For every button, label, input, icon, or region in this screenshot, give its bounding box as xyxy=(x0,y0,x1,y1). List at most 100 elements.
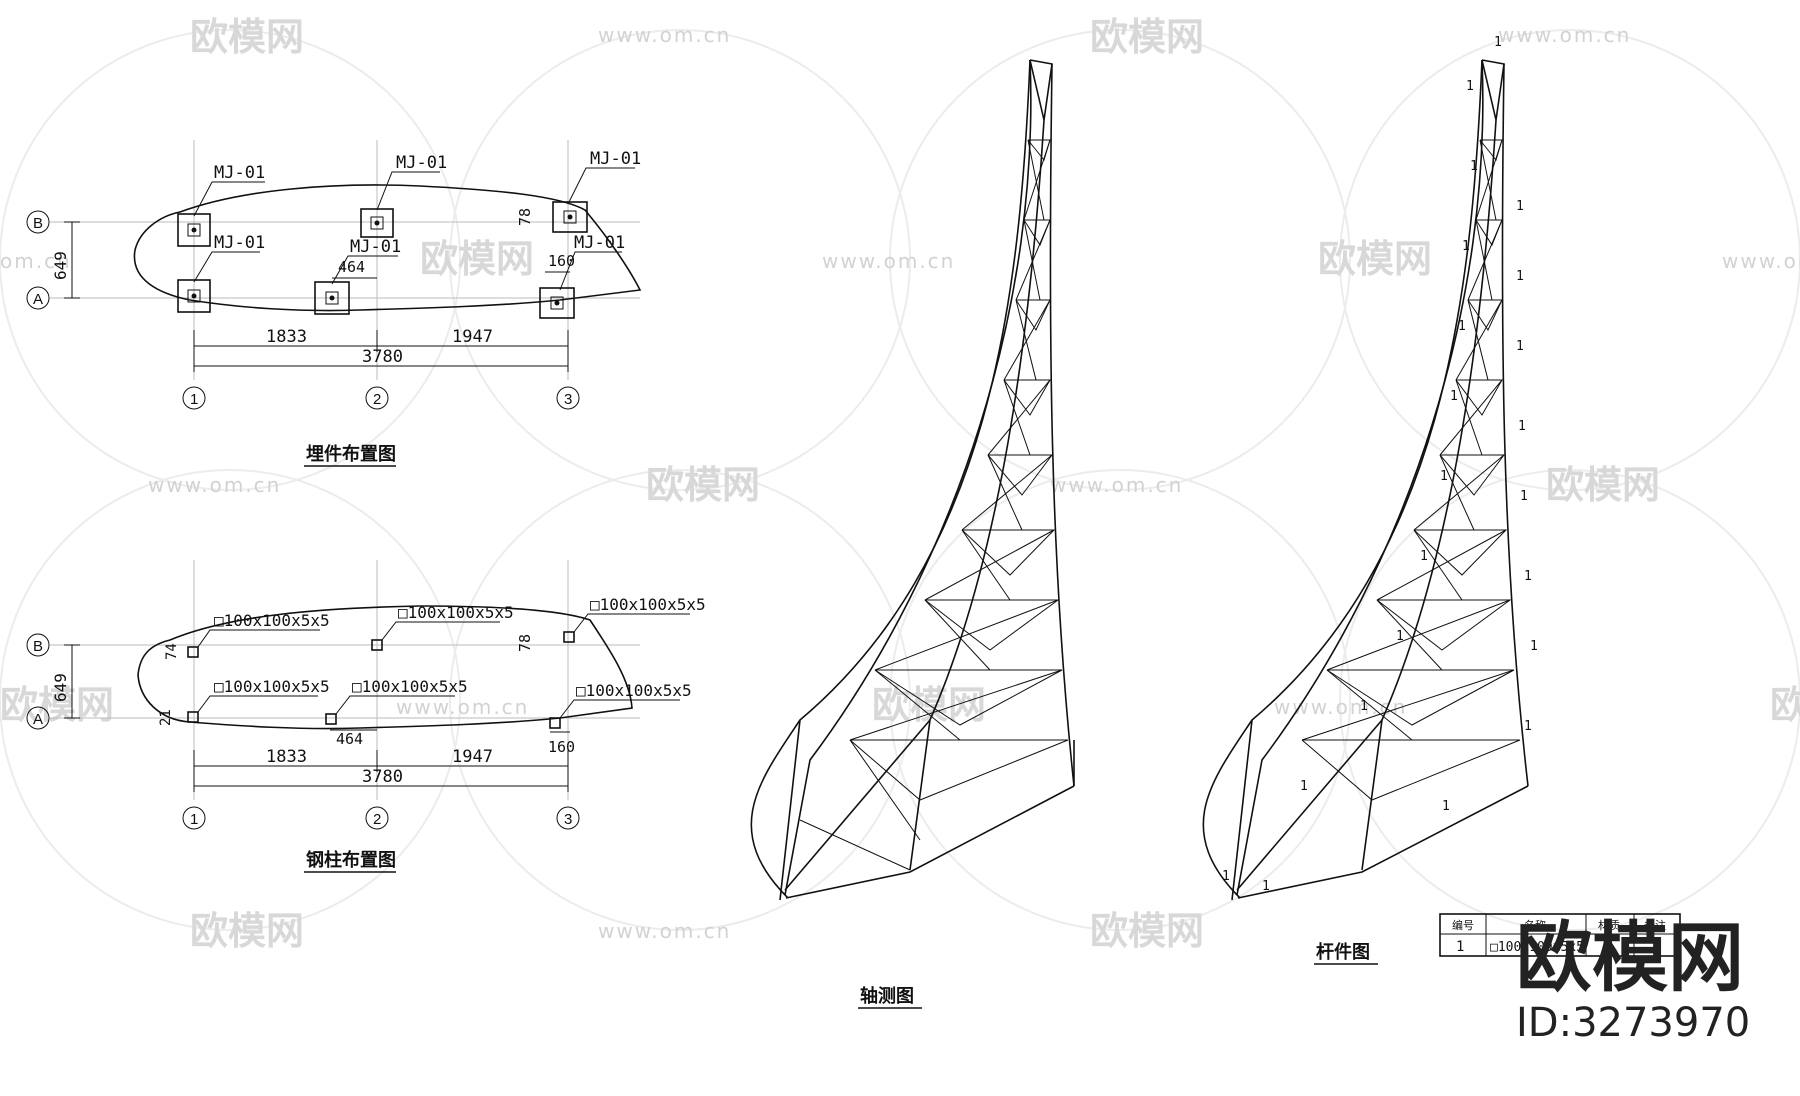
axonometric-view: 轴测图 xyxy=(750,59,1075,1009)
embed-label: MJ-01 xyxy=(574,233,625,253)
svg-text:1: 1 xyxy=(1524,569,1532,584)
watermark-logo: 欧模网 xyxy=(190,909,304,953)
svg-text:1: 1 xyxy=(1222,869,1230,884)
dim-right: 1947 xyxy=(452,327,493,347)
section-label: □100x100x5x5 xyxy=(576,681,692,700)
dim-464: 464 xyxy=(338,258,365,276)
table-header: 备注 xyxy=(1644,918,1666,932)
section-label: □100x100x5x5 xyxy=(214,677,330,696)
dim-74: 74 xyxy=(164,643,180,660)
embed-label: MJ-01 xyxy=(350,237,401,257)
steel-column xyxy=(187,646,199,658)
grid-row-b: B xyxy=(33,638,43,655)
grid-col-2: 2 xyxy=(373,811,381,828)
embed-label: MJ-01 xyxy=(214,163,265,183)
svg-text:1: 1 xyxy=(1300,779,1308,794)
steel-column xyxy=(563,631,575,643)
grid-col-3: 3 xyxy=(564,811,572,828)
svg-text:1: 1 xyxy=(1470,159,1478,174)
grid-row-a: A xyxy=(33,711,43,728)
watermark-url: om.cn xyxy=(0,249,72,273)
watermark-logo: 欧模网 xyxy=(1770,683,1800,727)
watermark-url: www.om.cn xyxy=(822,249,955,273)
dim-right: 1947 xyxy=(452,747,493,767)
embed-plate xyxy=(539,287,575,319)
dim-rows: 649 xyxy=(51,673,70,702)
svg-text:1: 1 xyxy=(1420,549,1428,564)
embed-label: MJ-01 xyxy=(214,233,265,253)
watermark-arcs xyxy=(0,29,1800,931)
dim-464: 464 xyxy=(336,730,363,748)
svg-text:1: 1 xyxy=(1462,239,1470,254)
svg-text:1: 1 xyxy=(1440,469,1448,484)
svg-text:1: 1 xyxy=(1450,389,1458,404)
embed-plate xyxy=(552,201,588,233)
brand-logo: 欧模网 xyxy=(1516,913,1744,1002)
watermark-logo: 欧模网 xyxy=(1090,909,1204,953)
axonometric-title: 轴测图 xyxy=(860,985,914,1007)
svg-text:1: 1 xyxy=(1524,719,1532,734)
svg-text:1: 1 xyxy=(1262,879,1270,894)
watermark-logo: 欧模网 xyxy=(1318,237,1432,281)
svg-text:1: 1 xyxy=(1516,339,1524,354)
steel-column xyxy=(549,717,561,729)
column-plan: □100x100x5x5 □100x100x5x5 □100x100x5x5 □… xyxy=(26,560,706,873)
watermark-url: www.om.cn xyxy=(598,23,731,47)
grid-col-2: 2 xyxy=(373,391,381,408)
dim-160: 160 xyxy=(548,252,575,270)
member-table: 编号 名称 材质 备注 1 □100x100x5x5 xyxy=(1439,913,1681,957)
grid-col-3: 3 xyxy=(564,391,572,408)
steel-column xyxy=(325,713,337,725)
axonometric-tiers xyxy=(799,139,1069,871)
steel-column xyxy=(187,711,199,723)
table-header: 编号 xyxy=(1452,918,1474,932)
member-view-title: 杆件图 xyxy=(1316,941,1370,963)
svg-text:1: 1 xyxy=(1530,639,1538,654)
dim-total: 3780 xyxy=(362,767,403,787)
table-cell: □100x100x5x5 xyxy=(1490,940,1584,955)
dim-21: 21 xyxy=(158,709,174,726)
embed-plan: MJ-01 MJ-01 MJ-01 MJ-01 MJ-01 MJ-01 464 … xyxy=(26,140,642,467)
table-header: 材质 xyxy=(1598,918,1620,932)
grid-row-a: A xyxy=(33,291,43,308)
member-marks: 1 1 1 1 1 1 1 1 1 1 1 1 1 1 1 1 1 1 1 1 … xyxy=(1222,35,1538,894)
embed-plate xyxy=(177,213,211,247)
watermark-logo: 欧模网 xyxy=(1546,463,1660,507)
svg-text:1: 1 xyxy=(1396,629,1404,644)
svg-text:1: 1 xyxy=(1360,699,1368,714)
watermark-logo: 欧模网 xyxy=(0,683,114,727)
embed-label: MJ-01 xyxy=(590,149,641,169)
embed-plan-title: 埋件布置图 xyxy=(306,443,396,465)
svg-text:1: 1 xyxy=(1494,35,1502,50)
grid-col-1: 1 xyxy=(190,391,198,408)
watermark-url: www.om.cn xyxy=(148,473,281,497)
member-tiers xyxy=(1301,139,1521,801)
section-label: □100x100x5x5 xyxy=(352,677,468,696)
dim-78: 78 xyxy=(516,208,534,226)
table-header: 名称 xyxy=(1524,918,1546,932)
watermark-logo: 欧模网 xyxy=(190,15,304,59)
svg-text:1: 1 xyxy=(1518,419,1526,434)
watermark-logo: 欧模网 xyxy=(1090,15,1204,59)
svg-text:1: 1 xyxy=(1520,489,1528,504)
svg-text:1: 1 xyxy=(1442,799,1450,814)
watermark-url: www.om.cn xyxy=(598,919,731,943)
dim-78: 78 xyxy=(516,634,534,652)
dim-160: 160 xyxy=(548,738,575,756)
dim-left: 1833 xyxy=(266,327,307,347)
grid-row-b: B xyxy=(33,215,43,232)
brand-block: 欧模网 ID:3273970 xyxy=(1516,913,1750,1046)
embed-plate xyxy=(177,279,211,313)
grid-col-1: 1 xyxy=(190,811,198,828)
svg-text:1: 1 xyxy=(1516,269,1524,284)
svg-text:1: 1 xyxy=(1516,199,1524,214)
watermark-url: www.om.cn xyxy=(1498,23,1631,47)
dim-left: 1833 xyxy=(266,747,307,767)
watermark-url: www.om.cn xyxy=(396,695,529,719)
brand-id: ID:3273970 xyxy=(1516,1000,1750,1046)
table-cell: 1 xyxy=(1456,939,1464,955)
dim-total: 3780 xyxy=(362,347,403,367)
column-plan-title: 钢柱布置图 xyxy=(306,849,396,871)
member-view: 1 1 1 1 1 1 1 1 1 1 1 1 1 1 1 1 1 1 1 1 … xyxy=(1202,35,1681,965)
